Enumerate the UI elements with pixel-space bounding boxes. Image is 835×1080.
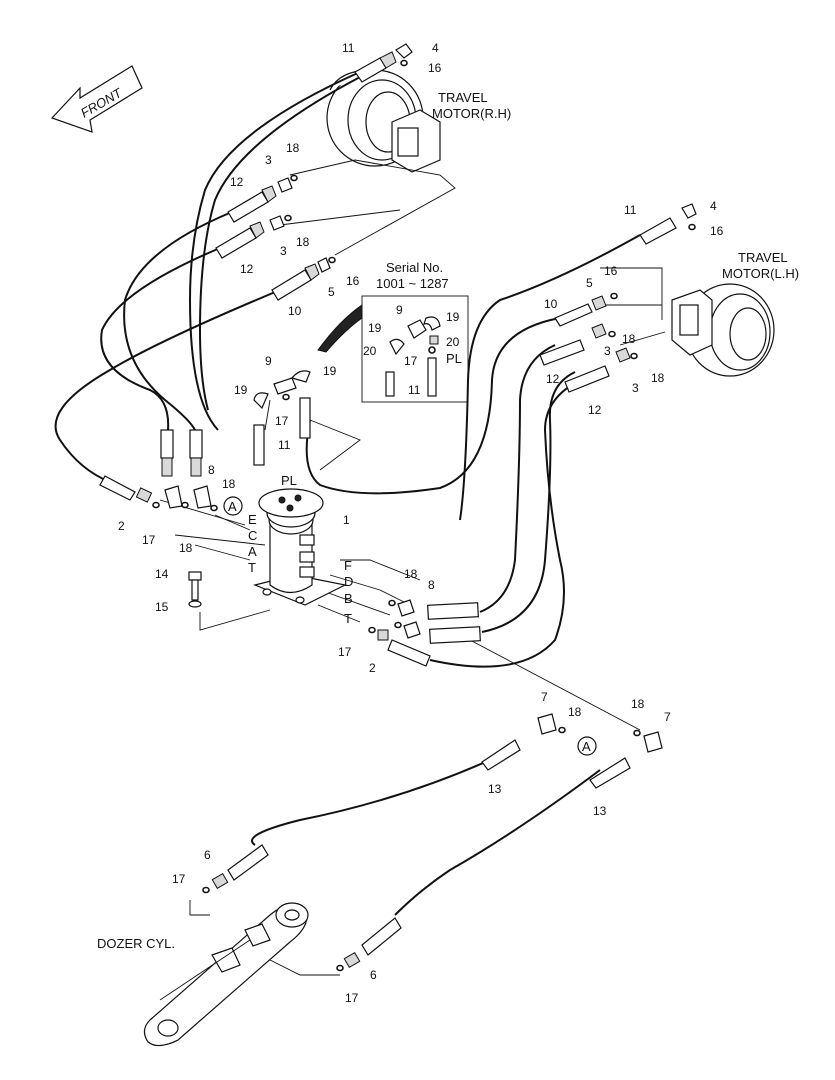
callout: 19 [368, 321, 382, 335]
callout: 7 [664, 710, 671, 724]
callout: 4 [432, 41, 439, 55]
callout: 18 [286, 141, 300, 155]
bolt-14 [188, 571, 202, 608]
callout: 6 [204, 848, 211, 862]
callout: 18 [296, 235, 310, 249]
ref-marker-a-2-text: A [582, 739, 591, 754]
callout: 11 [624, 203, 637, 217]
swivel-joint [253, 488, 347, 606]
pl-label-main: PL [281, 473, 297, 488]
callout: 17 [404, 354, 418, 368]
dozer-cyl-label: DOZER CYL. [97, 936, 175, 951]
callout-numbers: 11 4 16 3 18 12 3 18 12 5 16 10 9 19 19 … [118, 41, 724, 1005]
callout: 12 [588, 403, 602, 417]
callout: 18 [404, 567, 418, 581]
callout: 15 [155, 600, 169, 614]
port-b: B [344, 591, 353, 606]
serial-inset [317, 295, 469, 403]
hose-lines [54, 71, 641, 916]
callout: 19 [446, 310, 460, 324]
callout: 9 [396, 303, 403, 317]
callout: 3 [280, 244, 287, 258]
port-e: E [248, 512, 257, 527]
port-t-right: T [344, 611, 352, 626]
front-arrow: FRONT [50, 65, 143, 133]
callout: 11 [408, 383, 421, 397]
callout: 17 [275, 414, 289, 428]
ref-marker-a-2: A [577, 736, 597, 756]
serial-title: Serial No. [386, 260, 443, 275]
serial-range: 1001 ~ 1287 [376, 276, 449, 291]
dozer-cylinder [143, 902, 309, 1047]
callout: 17 [338, 645, 352, 659]
callout: 8 [428, 578, 435, 592]
callout: 18 [179, 541, 193, 555]
callout: 1 [343, 513, 350, 527]
callout: 8 [208, 463, 215, 477]
callout: 20 [446, 335, 460, 349]
port-t-left: T [248, 560, 256, 575]
callout: 6 [370, 968, 377, 982]
callout: 18 [622, 332, 636, 346]
callout: 2 [118, 519, 125, 533]
callout: 20 [363, 344, 377, 358]
callout: 4 [710, 199, 717, 213]
ref-marker-a-1: A [223, 496, 243, 516]
travel-motor-lh-line2: MOTOR(L.H) [722, 266, 799, 281]
callout: 11 [342, 41, 355, 55]
callout: 3 [604, 344, 611, 358]
callout: 9 [265, 354, 272, 368]
travel-motor-lh-line1: TRAVEL [738, 250, 788, 265]
callout: 12 [546, 372, 560, 386]
travel-motor-rh [326, 69, 441, 173]
callout: 7 [541, 690, 548, 704]
travel-motor-lh [671, 283, 775, 377]
callout: 17 [172, 872, 186, 886]
callout: 3 [632, 381, 639, 395]
fittings [99, 43, 697, 972]
port-a: A [248, 544, 257, 559]
port-c: C [248, 528, 257, 543]
callout: 16 [428, 61, 442, 75]
callout: 2 [369, 661, 376, 675]
ref-marker-a-1-text: A [228, 499, 237, 514]
pl-label-inset: PL [446, 351, 462, 366]
callout: 18 [568, 705, 582, 719]
callout: 13 [593, 804, 607, 818]
callout: 16 [346, 274, 360, 288]
callout: 16 [710, 224, 724, 238]
callout: 12 [240, 262, 254, 276]
port-d: D [344, 574, 353, 589]
callout: 10 [544, 297, 558, 311]
callout: 11 [278, 438, 291, 452]
callout: 3 [265, 153, 272, 167]
callout: 17 [345, 991, 359, 1005]
port-f: F [344, 558, 352, 573]
travel-motor-rh-line2: MOTOR(R.H) [432, 106, 511, 121]
callout: 10 [288, 304, 302, 318]
callout: 17 [142, 533, 156, 547]
callout: 13 [488, 782, 502, 796]
callout: 19 [323, 364, 337, 378]
travel-motor-rh-line1: TRAVEL [438, 90, 488, 105]
callout: 18 [631, 697, 645, 711]
callout: 18 [222, 477, 236, 491]
callout: 5 [586, 276, 593, 290]
callout: 16 [604, 264, 618, 278]
callout: 19 [234, 383, 248, 397]
callout: 18 [651, 371, 665, 385]
callout: 14 [155, 567, 169, 581]
callout: 5 [328, 285, 335, 299]
callout: 12 [230, 175, 244, 189]
